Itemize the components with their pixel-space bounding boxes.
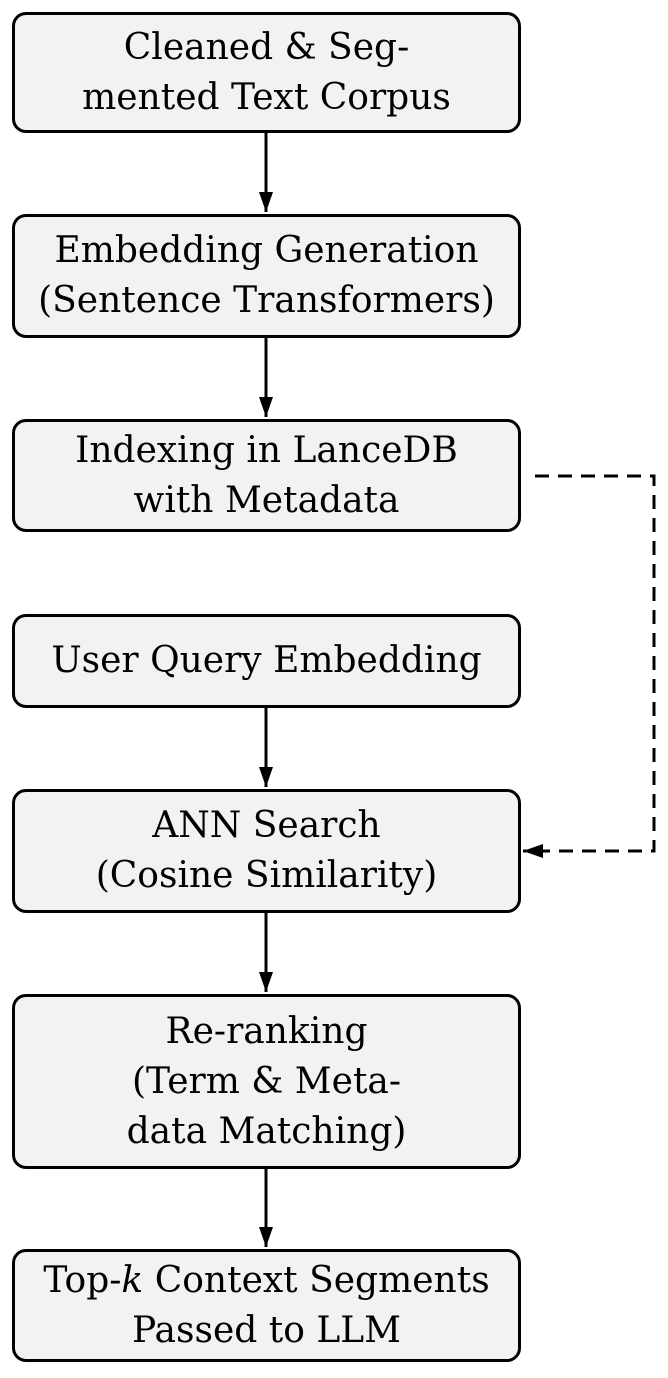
node-top-k-segments: Top-k Context Segments Passed to LLM xyxy=(12,1249,521,1362)
node-label-line: Cleaned & Seg- xyxy=(123,26,410,68)
label-prefix: Top- xyxy=(43,1259,122,1301)
node-re-ranking: Re-ranking (Term & Meta- data Matching) xyxy=(12,994,521,1169)
node-label-line: ANN Search xyxy=(152,805,381,846)
node-label-line: mented Text Corpus xyxy=(82,76,451,118)
node-label-line: Top-k Context Segments xyxy=(43,1256,489,1306)
node-label-line: Embedding Generation xyxy=(54,230,479,271)
node-label-line: data Matching) xyxy=(126,1110,407,1152)
node-cleaned-corpus: Cleaned & Seg- mented Text Corpus xyxy=(12,12,521,133)
node-embedding-generation: Embedding Generation (Sentence Transform… xyxy=(12,214,521,338)
node-label-line: (Cosine Similarity) xyxy=(95,855,438,896)
node-label-line: with Metadata xyxy=(133,479,400,521)
node-label-line: Re-ranking xyxy=(165,1010,368,1052)
node-ann-search: ANN Search (Cosine Similarity) xyxy=(12,789,521,913)
variable-k: k xyxy=(121,1259,144,1301)
label-suffix: Context Segments xyxy=(143,1259,490,1301)
node-label-line: User Query Embedding xyxy=(51,640,482,681)
node-label-line: Passed to LLM xyxy=(131,1309,402,1351)
node-user-query-embedding: User Query Embedding xyxy=(12,614,521,708)
dashed-arrow-indexing-to-ann xyxy=(523,474,656,858)
node-label-line: (Term & Meta- xyxy=(131,1060,402,1102)
node-label-line: (Sentence Transformers) xyxy=(38,280,495,321)
node-indexing-lancedb: Indexing in LanceDB with Metadata xyxy=(12,419,521,532)
node-label-line: Indexing in LanceDB xyxy=(75,429,458,471)
